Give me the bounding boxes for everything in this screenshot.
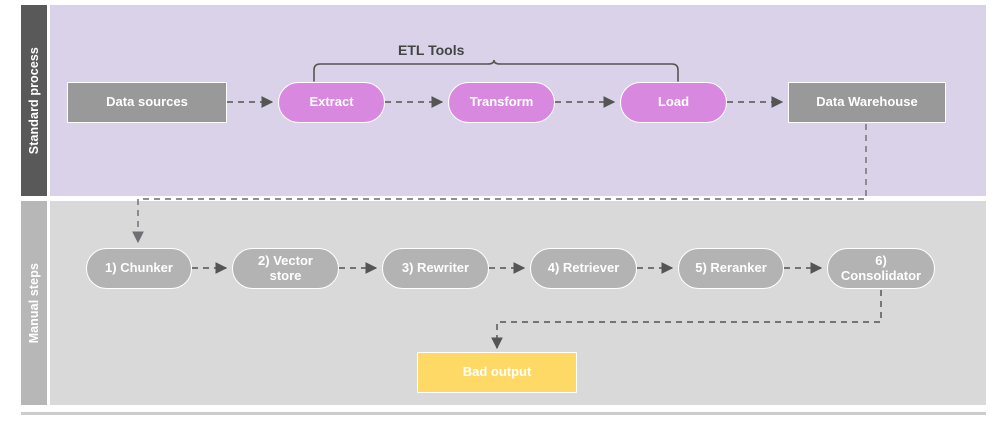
node-transform[interactable]: Transform xyxy=(448,82,555,123)
node-label-data-warehouse: Data Warehouse xyxy=(816,94,918,110)
node-label-transform: Transform xyxy=(469,94,534,110)
node-label-retriever: 4) Retriever xyxy=(547,260,620,276)
node-load[interactable]: Load xyxy=(620,82,727,123)
node-rewriter[interactable]: 3) Rewriter xyxy=(382,248,489,289)
etl-tools-label: ETL Tools xyxy=(398,42,465,58)
bottom-divider-rule xyxy=(21,412,986,415)
etl-tools-bracket-icon xyxy=(313,60,679,82)
node-vector-store[interactable]: 2) Vector store xyxy=(232,248,339,289)
lane-label-manual-steps: Manual steps xyxy=(27,262,41,344)
node-consolidator[interactable]: 6) Consolidator xyxy=(827,248,935,289)
node-reranker[interactable]: 5) Reranker xyxy=(678,248,784,289)
node-label-bad-output: Bad output xyxy=(462,364,532,380)
node-data-sources[interactable]: Data sources xyxy=(67,82,227,123)
node-chunker[interactable]: 1) Chunker xyxy=(86,248,192,289)
lane-band-manual-steps: Manual steps xyxy=(21,201,47,405)
node-label-load: Load xyxy=(657,94,690,110)
node-extract[interactable]: Extract xyxy=(278,82,385,123)
node-retriever[interactable]: 4) Retriever xyxy=(530,248,637,289)
node-label-rewriter: 3) Rewriter xyxy=(401,260,470,276)
node-label-vector-store: 2) Vector store xyxy=(258,252,313,283)
lane-band-standard-process: Standard process xyxy=(21,5,47,196)
node-label-chunker: 1) Chunker xyxy=(105,260,173,276)
node-label-data-sources: Data sources xyxy=(106,94,188,110)
node-label-consolidator: 6) Consolidator xyxy=(840,252,922,283)
node-label-extract: Extract xyxy=(309,94,354,110)
node-data-warehouse[interactable]: Data Warehouse xyxy=(788,82,946,123)
node-bad-output[interactable]: Bad output xyxy=(417,352,577,393)
node-label-reranker: 5) Reranker xyxy=(695,260,767,276)
lane-label-standard-process: Standard process xyxy=(27,46,41,155)
